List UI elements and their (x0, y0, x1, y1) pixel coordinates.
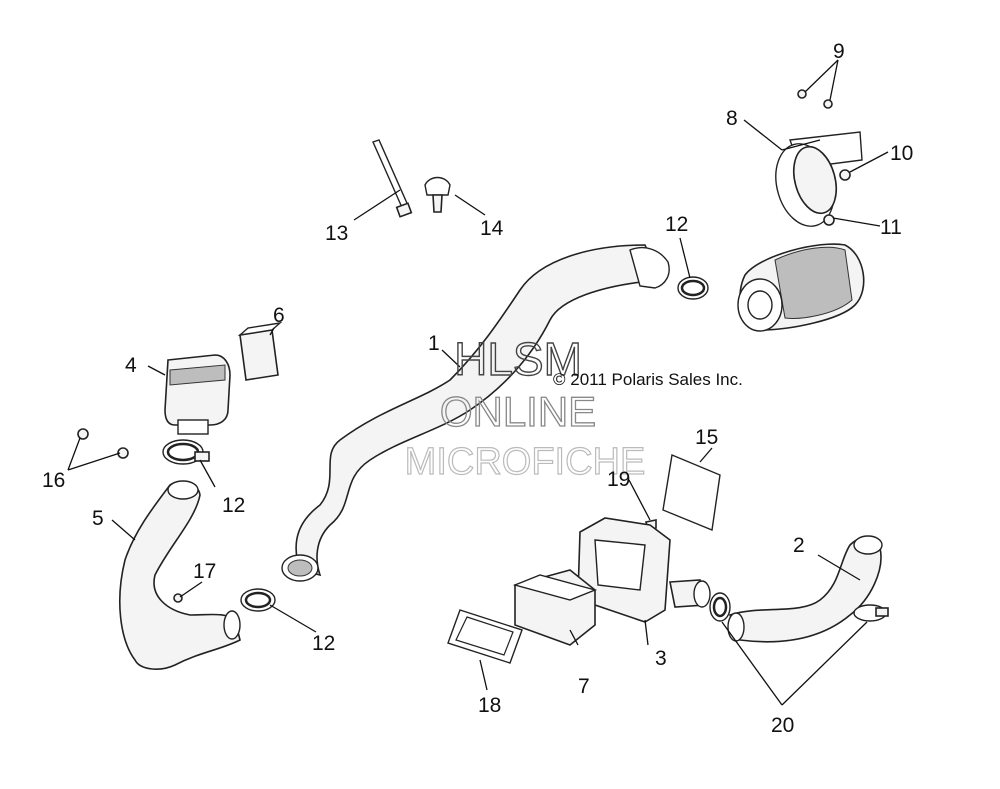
outlet-duct-2 (727, 535, 883, 643)
foam-block-6 (237, 321, 283, 381)
bracket-band (775, 131, 863, 227)
lower-intake-duct (119, 480, 241, 670)
main-intake-duct (281, 244, 670, 582)
nut-11 (823, 214, 835, 226)
callout-17: 17 (193, 560, 216, 583)
callout-19: 19 (607, 468, 630, 491)
push-clip (424, 176, 451, 213)
callout-9: 9 (833, 40, 845, 63)
airbox-housing (577, 517, 711, 623)
callout-12-left: 12 (222, 494, 245, 517)
bracket-screws (797, 89, 833, 109)
callout-2: 2 (793, 534, 805, 557)
leader-lines (67, 59, 889, 706)
hose-clamp-bottom (240, 588, 276, 612)
callout-3: 3 (655, 647, 667, 670)
resonator-box (164, 354, 231, 435)
callout-12-bottom: 12 (312, 632, 335, 655)
callout-numbers: 1 2 3 4 5 6 7 8 9 10 11 12 12 12 13 14 1… (42, 40, 913, 737)
callout-7: 7 (578, 675, 590, 698)
filter-element-7 (512, 569, 598, 646)
callout-4: 4 (125, 354, 137, 377)
callout-5: 5 (92, 507, 104, 530)
watermark-line3: MICROFICHE (405, 441, 646, 483)
hose-clamp-20a (709, 592, 731, 622)
air-filter-canister (737, 243, 865, 332)
callout-6: 6 (273, 304, 285, 327)
watermark-line1: HLSM (454, 333, 582, 385)
watermark-line2: ONLINE (440, 388, 596, 435)
callout-11: 11 (880, 216, 902, 239)
hose-clamp-left (162, 439, 210, 465)
gasket-sheet-15 (662, 454, 721, 531)
callout-16: 16 (42, 469, 65, 492)
callout-18: 18 (478, 694, 501, 717)
callout-13: 13 (325, 222, 348, 245)
callout-8: 8 (726, 107, 738, 130)
screws-16 (77, 428, 129, 459)
hose-clamp-upper (677, 276, 709, 300)
callout-20: 20 (771, 714, 794, 737)
cable-tie (372, 139, 413, 218)
filter-frame-18 (447, 609, 523, 664)
hose-clamp-20b (853, 604, 889, 622)
callout-10: 10 (890, 142, 913, 165)
copyright-notice: © 2011 Polaris Sales Inc. (553, 370, 743, 389)
callout-14: 14 (480, 217, 504, 240)
callout-1: 1 (428, 332, 440, 355)
watermark: HLSM ONLINE MICROFICHE (404, 332, 646, 483)
callout-15: 15 (695, 426, 718, 449)
nut-10 (839, 169, 851, 181)
callout-12-upper: 12 (665, 213, 688, 236)
